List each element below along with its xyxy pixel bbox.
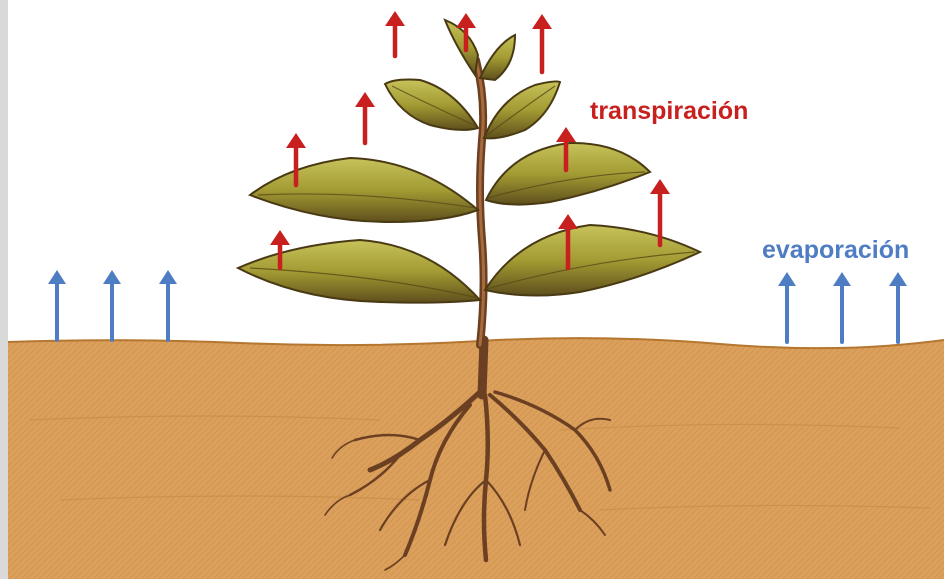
leaf-lower-left <box>238 240 480 303</box>
arrow-up-icon <box>532 14 552 72</box>
transpiration-label: transpiración <box>590 97 748 126</box>
leaf-top-left <box>445 20 478 75</box>
soil <box>8 338 944 579</box>
left-border-strip <box>0 0 8 579</box>
arrow-up-icon <box>385 11 405 56</box>
leaf-lower-right <box>485 225 700 296</box>
plant-stem <box>476 60 484 345</box>
leaf-top-right <box>480 35 515 80</box>
arrow-up-icon <box>48 270 66 340</box>
arrow-up-icon <box>889 272 907 342</box>
arrow-up-icon <box>833 272 851 342</box>
leaf-mid-left <box>250 158 478 222</box>
arrow-up-icon <box>355 92 375 143</box>
evaporation-label: evaporación <box>762 236 909 265</box>
arrow-up-icon <box>159 270 177 340</box>
arrow-up-icon <box>103 270 121 340</box>
arrow-up-icon <box>778 272 796 342</box>
plant-leaves <box>238 20 700 303</box>
